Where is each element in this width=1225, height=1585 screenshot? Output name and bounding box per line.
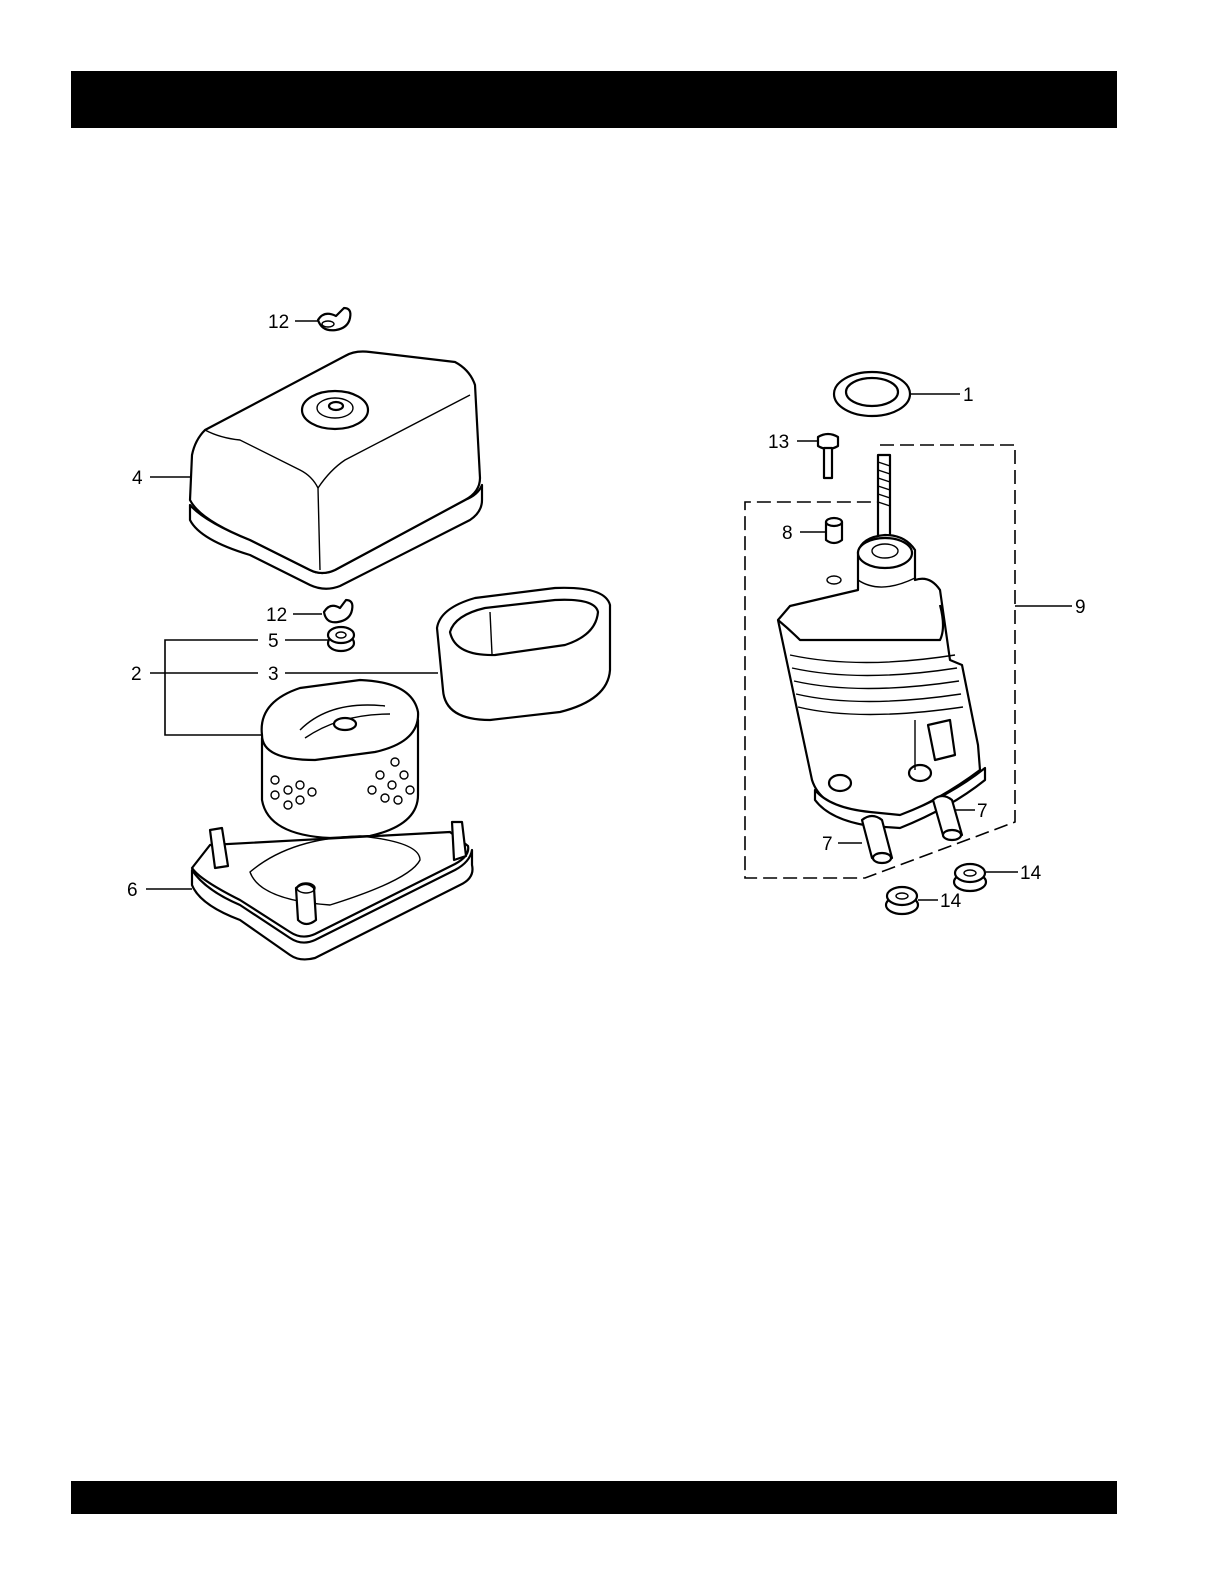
callout-12-middle: 12: [266, 605, 287, 626]
air-cleaner-base: [192, 822, 473, 959]
intake-body: [778, 535, 985, 828]
callout-7-left: 7: [822, 834, 833, 855]
callout-6: 6: [127, 880, 138, 901]
stud-bolt: [878, 455, 890, 545]
callout-12-top: 12: [268, 312, 289, 333]
callout-13: 13: [768, 432, 789, 453]
flange-bolt: [818, 434, 838, 478]
callout-3: 3: [268, 664, 279, 685]
wing-nut-top: [318, 308, 350, 330]
callout-1: 1: [963, 385, 974, 406]
grommet: [328, 627, 354, 651]
callout-2: 2: [131, 664, 142, 685]
callout-7-right: 7: [977, 801, 988, 822]
collar: [826, 518, 842, 543]
paper-filter-element: [262, 680, 418, 838]
wing-nut-middle: [324, 600, 352, 622]
callout-8: 8: [782, 523, 793, 544]
gasket-ring: [834, 372, 910, 416]
callout-5: 5: [268, 631, 279, 652]
callout-14-left: 14: [940, 891, 962, 912]
outer-foam-element: [437, 588, 610, 720]
air-cleaner-cover: [190, 352, 482, 589]
callout-14-right: 14: [1020, 863, 1042, 884]
callout-4: 4: [132, 468, 143, 489]
flange-nuts: [886, 864, 986, 914]
footer-bar: [71, 1481, 1117, 1514]
callout-9: 9: [1075, 597, 1086, 618]
